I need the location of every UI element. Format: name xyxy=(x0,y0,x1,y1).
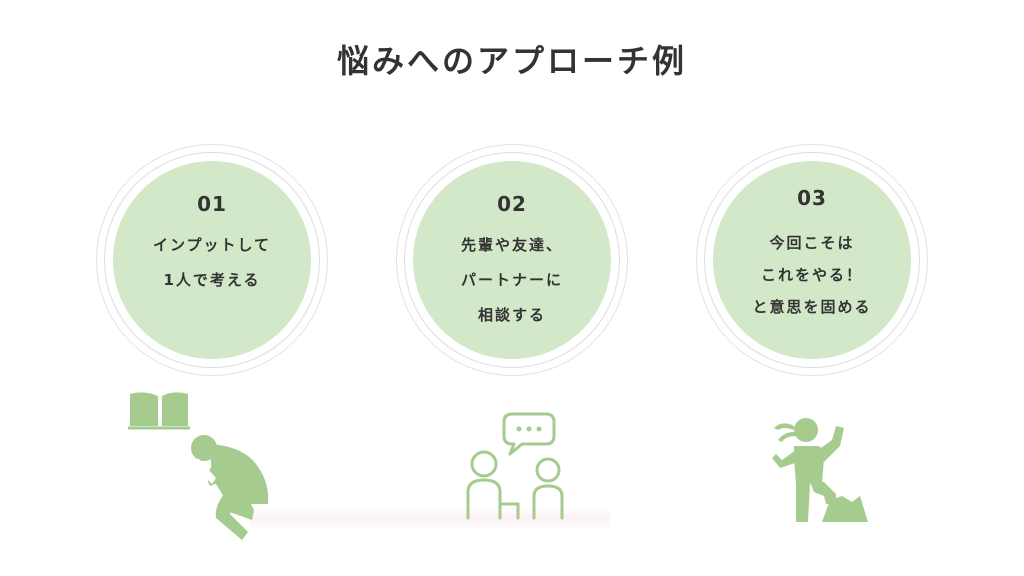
approach-card-2: 02 先輩や友達、 パートナーに 相談する xyxy=(396,144,628,376)
approach-card-3: 03 今回こそは これをやる！ と意思を固める xyxy=(696,144,928,376)
card-disc xyxy=(413,161,611,359)
two-people-speech-bubble-icon xyxy=(466,412,564,520)
floor-shadow xyxy=(250,506,610,530)
card-number: 02 xyxy=(497,192,527,216)
card-number: 01 xyxy=(197,192,227,216)
book-thinking-person-icon xyxy=(128,392,269,540)
card-text-line: 先輩や友達、 xyxy=(460,236,563,254)
determined-person-climbing-icon xyxy=(772,418,868,522)
card-text-line: 相談する xyxy=(477,306,546,324)
card-text-line: インプットして xyxy=(152,236,272,254)
card-text-line: 今回こそは xyxy=(769,234,855,252)
card-disc xyxy=(113,161,311,359)
approach-card-1: 01 インプットして 1人で考える xyxy=(96,144,328,376)
card-text-line: これをやる！ xyxy=(760,266,863,284)
card-text-line: パートナーに xyxy=(460,271,563,289)
card-disc xyxy=(713,161,911,359)
card-text-line: 1人で考える xyxy=(163,271,261,289)
page-title: 悩みへのアプローチ例 xyxy=(336,42,687,80)
card-text-line: と意思を固める xyxy=(752,298,872,316)
card-number: 03 xyxy=(797,186,827,210)
